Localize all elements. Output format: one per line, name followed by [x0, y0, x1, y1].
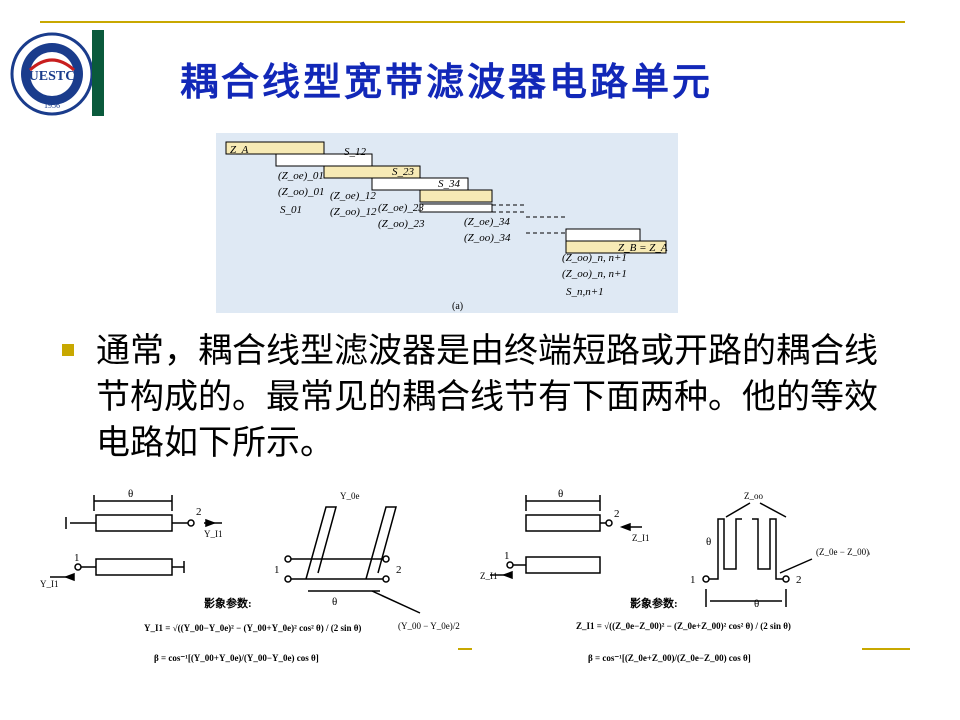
yi1-label-2: Y_I1	[40, 579, 59, 589]
label-s12: S_12	[344, 146, 367, 158]
svg-text:UESTC: UESTC	[29, 69, 76, 84]
label-zb: Z_B = Z_A	[618, 242, 668, 254]
label-snn: S_n,n+1	[566, 286, 604, 298]
port-2-label-b: 2	[396, 564, 402, 576]
label-zoon2: (Z_oo)_n, n+1	[562, 268, 627, 280]
yoe-label: Y_0e	[340, 491, 360, 501]
formula-2: β = cos⁻¹[(Y_00+Y_0e)/(Y_00−Y_0e) cos θ]	[154, 653, 319, 663]
label-zoon: (Z_oo)_n, n+1	[562, 252, 627, 264]
label-zoe01: (Z_oe)_01	[278, 170, 324, 182]
port-1-label-b: 1	[274, 564, 280, 576]
label-s01: S_01	[280, 204, 302, 216]
theta-label-r1: θ	[558, 488, 563, 500]
port-1-label-r: 1	[504, 550, 510, 562]
label-zoo12: (Z_oo)_12	[330, 206, 377, 218]
formula-1: Y_I1 = √((Y_00−Y_0e)² − (Y_00+Y_0e)² cos…	[144, 623, 361, 633]
university-logo: UESTC 1956	[8, 30, 108, 120]
diff-label-r: (Z_0e − Z_00)/2	[816, 547, 870, 557]
admittance-coupled-line-figure: θ 2 Y_I1 1 Y_I1 Y_0e 1 2 θ (Y_00 − Y_0e)…	[36, 483, 466, 675]
logo-side-bar	[92, 30, 104, 116]
slide-title: 耦合线型宽带滤波器电路单元	[180, 59, 714, 104]
coupled-line-filter-figure: Z_A S_12 S_23 S_34 (Z_oe)_01 (Z_oo)_01 S…	[216, 133, 678, 313]
diff-label: (Y_00 − Y_0e)/2	[398, 621, 460, 631]
label-zoo23: (Z_oo)_23	[378, 218, 425, 230]
theta-label-2: θ	[332, 596, 337, 608]
label-zoe12: (Z_oe)_12	[330, 190, 376, 202]
yi1-label: Y_I1	[204, 529, 223, 539]
port-2-label: 2	[196, 506, 202, 518]
formula-r2: β = cos⁻¹[(Z_0e+Z_00)/(Z_0e−Z_00) cos θ]	[588, 653, 751, 663]
theta-label-r2: θ	[706, 536, 711, 548]
label-zoe34: (Z_oe)_34	[464, 216, 510, 228]
label-zoo34: (Z_oo)_34	[464, 232, 511, 244]
label-s34: S_34	[438, 178, 461, 190]
bullet-marker	[62, 344, 74, 356]
zoo-label: Z_oo	[744, 491, 763, 501]
label-s23: S_23	[392, 166, 415, 178]
label-zoo01: (Z_oo)_01	[278, 186, 324, 198]
port-2-label-rb: 2	[796, 574, 802, 586]
bottom-rule-left	[458, 648, 472, 650]
zi1-label-2: Z_I1	[480, 571, 498, 581]
port-1-label-rb: 1	[690, 574, 696, 586]
svg-text:1956: 1956	[44, 101, 60, 110]
param-label: 影象参数:	[204, 596, 252, 610]
figure-caption: (a)	[452, 301, 463, 312]
label-zoe23: (Z_oe)_23	[378, 202, 424, 214]
theta-label-r3: θ	[754, 598, 759, 610]
label-za: Z_A	[230, 144, 249, 156]
port-1-label: 1	[74, 552, 80, 564]
theta-label-1: θ	[128, 488, 133, 500]
bullet-text: 通常，耦合线型滤波器是由终端短路或开路的耦合线节构成的。最常见的耦合线节有下面两…	[96, 331, 878, 463]
param-label-r: 影象参数:	[630, 596, 678, 610]
formula-r1: Z_I1 = √((Z_0e−Z_00)² − (Z_0e+Z_00)² cos…	[576, 621, 791, 631]
top-rule	[40, 21, 905, 23]
impedance-coupled-line-figure: θ 2 Z_I1 1 Z_I1 Z_oo θ (Z_0e − Z_00)/2 1…	[470, 483, 876, 675]
bottom-rule-right	[862, 648, 910, 650]
zi1-label: Z_I1	[632, 533, 650, 543]
port-2-label-r: 2	[614, 508, 620, 520]
